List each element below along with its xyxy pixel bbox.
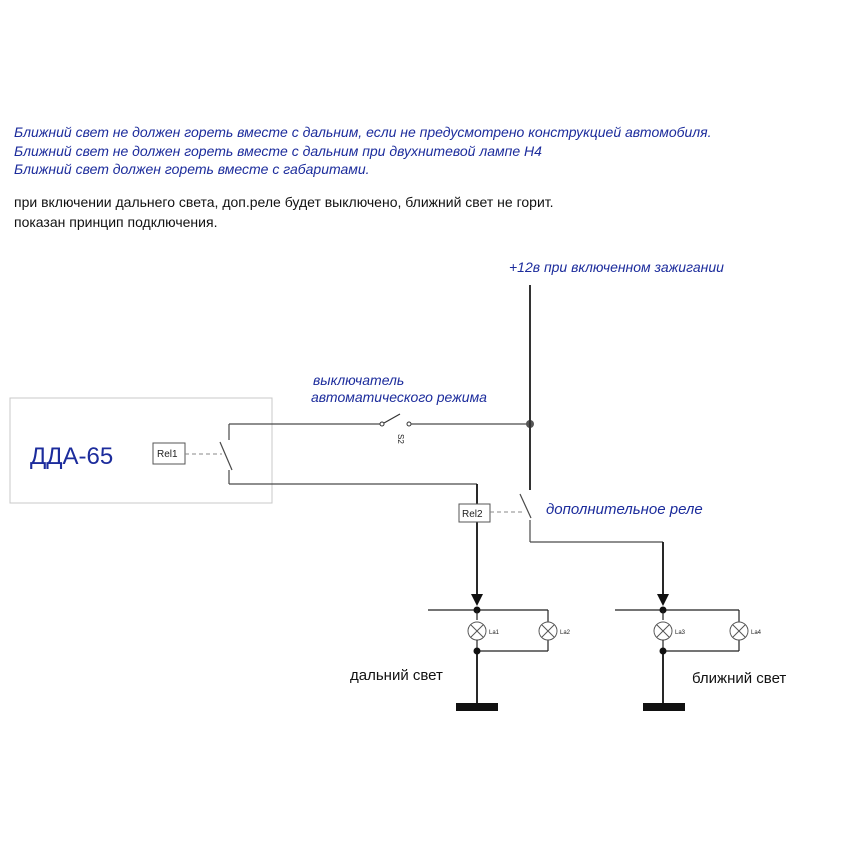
lamp-la4-icon: [729, 621, 749, 641]
lamp-la1-label: La1: [489, 630, 500, 636]
device-name: ДДА-65: [30, 443, 113, 470]
low-beam-ground-icon: [643, 703, 685, 711]
note-info-2: показан принцип подключения.: [14, 214, 218, 230]
relay-2-coil-label: Rel2: [462, 509, 483, 520]
lamp-la4-label: La4: [751, 630, 762, 636]
switch-s2-blade: [383, 413, 401, 424]
switch-label-line2: автоматического режима: [311, 389, 487, 405]
lamp-la3-icon: [653, 621, 673, 641]
arrow-low-beam-head: [657, 594, 669, 606]
lamp-la2-icon: [538, 621, 558, 641]
lamp-la3-label: La3: [675, 630, 686, 636]
switch-s2-pin-a: [379, 421, 385, 427]
high-beam-ground-icon: [456, 703, 498, 711]
low-beam-label: ближний свет: [692, 670, 786, 687]
relay-2-label: дополнительное реле: [546, 501, 703, 518]
lamp-la2-label: La2: [560, 630, 571, 636]
arrow-high-beam-head: [471, 594, 483, 606]
power-label: +12в при включенном зажигании: [509, 259, 724, 275]
switch-s2-pin-b: [406, 421, 412, 427]
high-beam-label: дальний свет: [350, 667, 443, 684]
device-box: [9, 397, 273, 504]
switch-label-line1: выключатель: [313, 372, 404, 388]
note-info-1: при включении дальнего света, доп.реле б…: [14, 194, 554, 210]
relay-2-contact-blade: [519, 493, 532, 519]
lamp-la1-icon: [467, 621, 487, 641]
note-rule-2: Ближний свет не должен гореть вместе с д…: [14, 143, 542, 159]
note-rule-1: Ближний свет не должен гореть вместе с д…: [14, 124, 712, 140]
relay-1-label: Rel1: [157, 449, 178, 460]
relay-1-contact-blade: [219, 441, 233, 471]
note-rule-3: Ближний свет должен гореть вместе с габа…: [14, 161, 370, 177]
switch-s2-ref: S2: [396, 434, 405, 444]
relay-2-coil: [458, 503, 491, 523]
